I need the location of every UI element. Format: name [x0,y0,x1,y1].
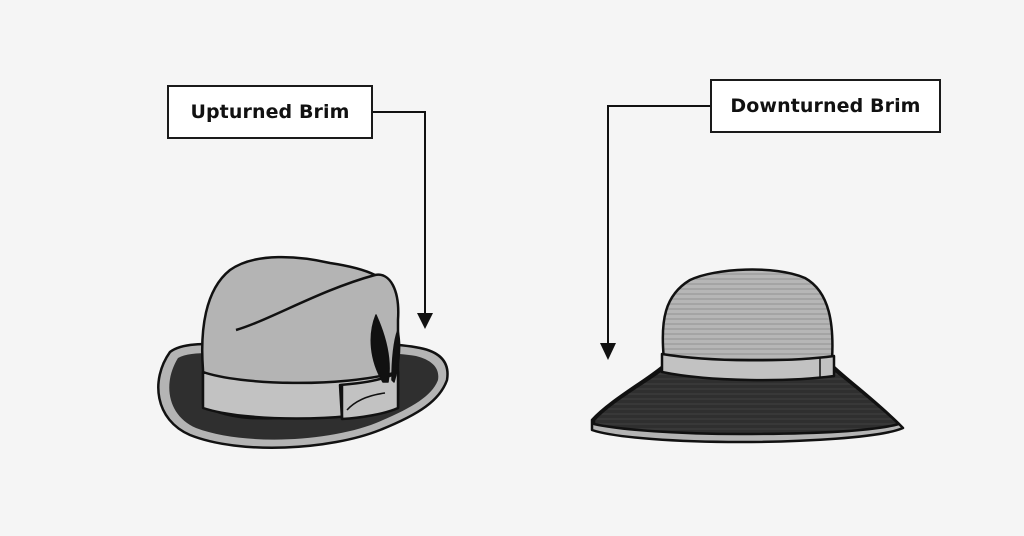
feather-icon [370,314,401,383]
downturned-connector-arrow [600,105,710,360]
arrow-down-icon [600,343,616,360]
sun-hat-brim [592,366,901,436]
downturned-brim-label: Downturned Brim [710,79,941,133]
fedora-illustration [157,255,449,449]
upturned-brim-label: Upturned Brim [167,85,373,139]
upturned-connector-arrow [373,111,433,329]
sun-hat-illustration [590,268,905,444]
arrow-down-icon [417,313,433,329]
